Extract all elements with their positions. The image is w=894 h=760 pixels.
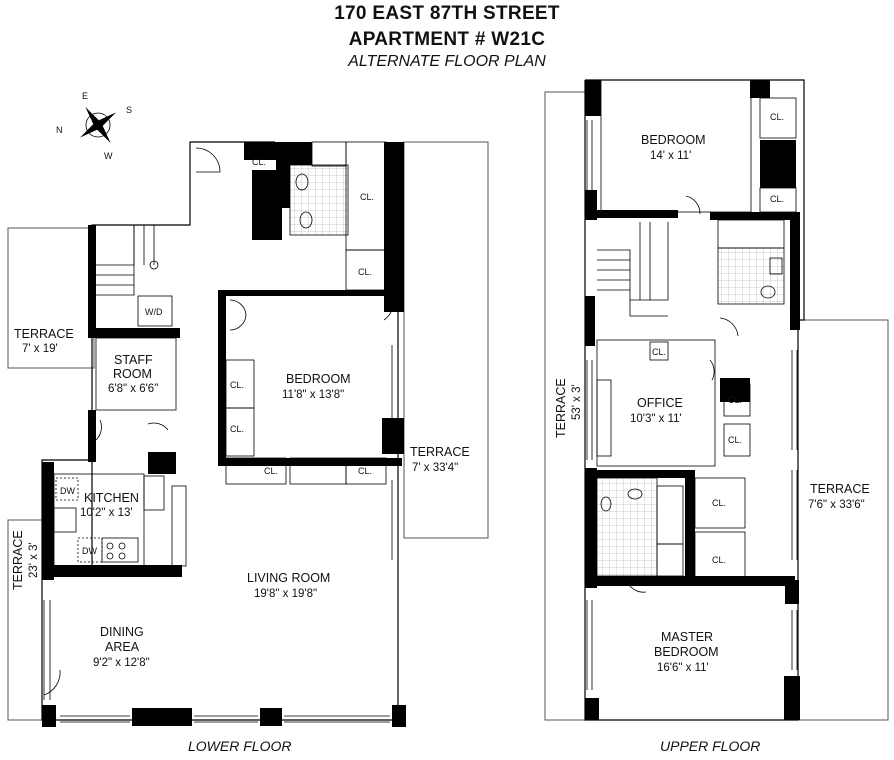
- upper-bedroom-name: BEDROOM: [641, 133, 706, 147]
- lower-closet-3: CL.: [358, 267, 372, 277]
- upper-closet-6: CL.: [712, 498, 726, 508]
- living-room-name: LIVING ROOM: [247, 571, 330, 585]
- lower-closet-4: CL.: [230, 380, 244, 390]
- dishwasher-label-1: DW: [60, 486, 75, 496]
- dining-dims: 9'2" x 12'8": [93, 657, 150, 669]
- office-name: OFFICE: [637, 396, 683, 410]
- terrace-east-outline: [403, 141, 489, 539]
- staff-room-line1: STAFF: [114, 353, 153, 367]
- upper-closet-4: CL.: [728, 395, 742, 405]
- dining-line2: AREA: [105, 640, 140, 654]
- upper-closet-2: CL.: [770, 194, 784, 204]
- washer-dryer-label: W/D: [145, 307, 163, 317]
- terrace-sw-name: TERRACE: [11, 530, 25, 590]
- upper-closet-5: CL.: [728, 435, 742, 445]
- lower-floor-plan: TERRACE 7' x 19' W/D STAFF ROOM 6'8" x 6…: [7, 141, 489, 754]
- staff-room-dims: 6'8" x 6'6": [108, 383, 158, 395]
- plan-subtitle: ALTERNATE FLOOR PLAN: [348, 53, 546, 70]
- lower-bedroom-dims: 11'8" x 13'8": [282, 389, 344, 401]
- upper-floor-caption: UPPER FLOOR: [660, 738, 760, 754]
- compass-n: N: [56, 125, 63, 135]
- office-dims: 10'3" x 11': [630, 413, 682, 425]
- master-line1: MASTER: [661, 630, 713, 644]
- kitchen-dims: 10'2" x 13': [80, 507, 133, 519]
- dishwasher-label-2: DW: [82, 546, 97, 556]
- compass-s: S: [126, 105, 132, 115]
- lower-bedroom-name: BEDROOM: [286, 372, 351, 386]
- upper-terrace-west-dims: 53' x 3': [571, 384, 583, 420]
- upper-terrace-east-name: TERRACE: [810, 482, 870, 496]
- master-line2: BEDROOM: [654, 645, 719, 659]
- upper-bedroom-dims: 14' x 11': [650, 150, 691, 162]
- kitchen-name: KITCHEN: [84, 491, 139, 505]
- compass-e: E: [82, 91, 88, 101]
- address-title: 170 EAST 87TH STREET: [334, 3, 560, 24]
- lower-closet-7: CL.: [358, 466, 372, 476]
- compass-rose: N E S W: [56, 91, 132, 161]
- upper-closet-3: CL.: [652, 347, 666, 357]
- apartment-title: APARTMENT # W21C: [348, 29, 546, 50]
- dining-line1: DINING: [100, 625, 144, 639]
- lower-closet-2: CL.: [360, 192, 374, 202]
- upper-closet-1: CL.: [770, 112, 784, 122]
- terrace-east-dims: 7' x 33'4": [412, 462, 458, 474]
- lower-floor-caption: LOWER FLOOR: [188, 738, 291, 754]
- upper-terrace-west-name: TERRACE: [554, 378, 568, 438]
- master-dims: 16'6" x 11': [657, 662, 709, 674]
- lower-closet-5: CL.: [230, 424, 244, 434]
- staff-room-line2: ROOM: [113, 367, 152, 381]
- terrace-east-name: TERRACE: [410, 445, 470, 459]
- terrace-sw-dims: 23' x 3': [28, 542, 40, 578]
- upper-terrace-east-dims: 7'6" x 33'6": [808, 499, 865, 511]
- lower-closet-6: CL.: [264, 466, 278, 476]
- living-room-dims: 19'8" x 19'8": [254, 588, 317, 600]
- terrace-west-name: TERRACE: [14, 327, 74, 341]
- upper-closet-7: CL.: [712, 555, 726, 565]
- compass-w: W: [104, 151, 113, 161]
- terrace-west-dims: 7' x 19': [22, 343, 58, 355]
- upper-terrace-east-outline: [797, 319, 889, 721]
- upper-floor-plan: CL. CL. CL. CL. CL. CL. CL. BEDROOM 14' …: [544, 79, 889, 754]
- lower-closet-1: CL.: [252, 157, 266, 167]
